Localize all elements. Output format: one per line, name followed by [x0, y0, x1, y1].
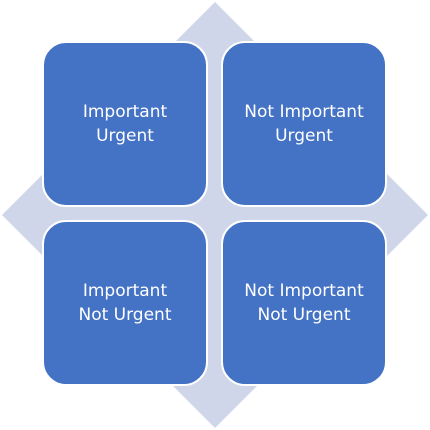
quadrant-label-line1: Important: [82, 281, 168, 301]
quadrant-label-line1: Not Important: [244, 281, 364, 301]
quadrant-label-line2: Not Urgent: [257, 305, 351, 325]
quadrant-label: Important Urgent: [83, 100, 167, 148]
quadrant-label-line2: Not Urgent: [78, 305, 172, 325]
quadrant-important-not-urgent: Important Not Urgent: [42, 220, 208, 386]
quadrant-label: Not Important Not Urgent: [244, 279, 363, 327]
quadrant-label-line1: Important: [82, 102, 168, 122]
quadrant-not-important-urgent: Not Important Urgent: [221, 41, 387, 207]
quadrant-label-line2: Urgent: [275, 126, 333, 146]
quadrant-label-line2: Urgent: [96, 126, 154, 146]
quadrant-label: Important Not Urgent: [78, 279, 171, 327]
quadrant-important-urgent: Important Urgent: [42, 41, 208, 207]
quadrant-label: Not Important Urgent: [244, 100, 363, 148]
quadrant-not-important-not-urgent: Not Important Not Urgent: [221, 220, 387, 386]
quadrant-label-line1: Not Important: [244, 102, 364, 122]
